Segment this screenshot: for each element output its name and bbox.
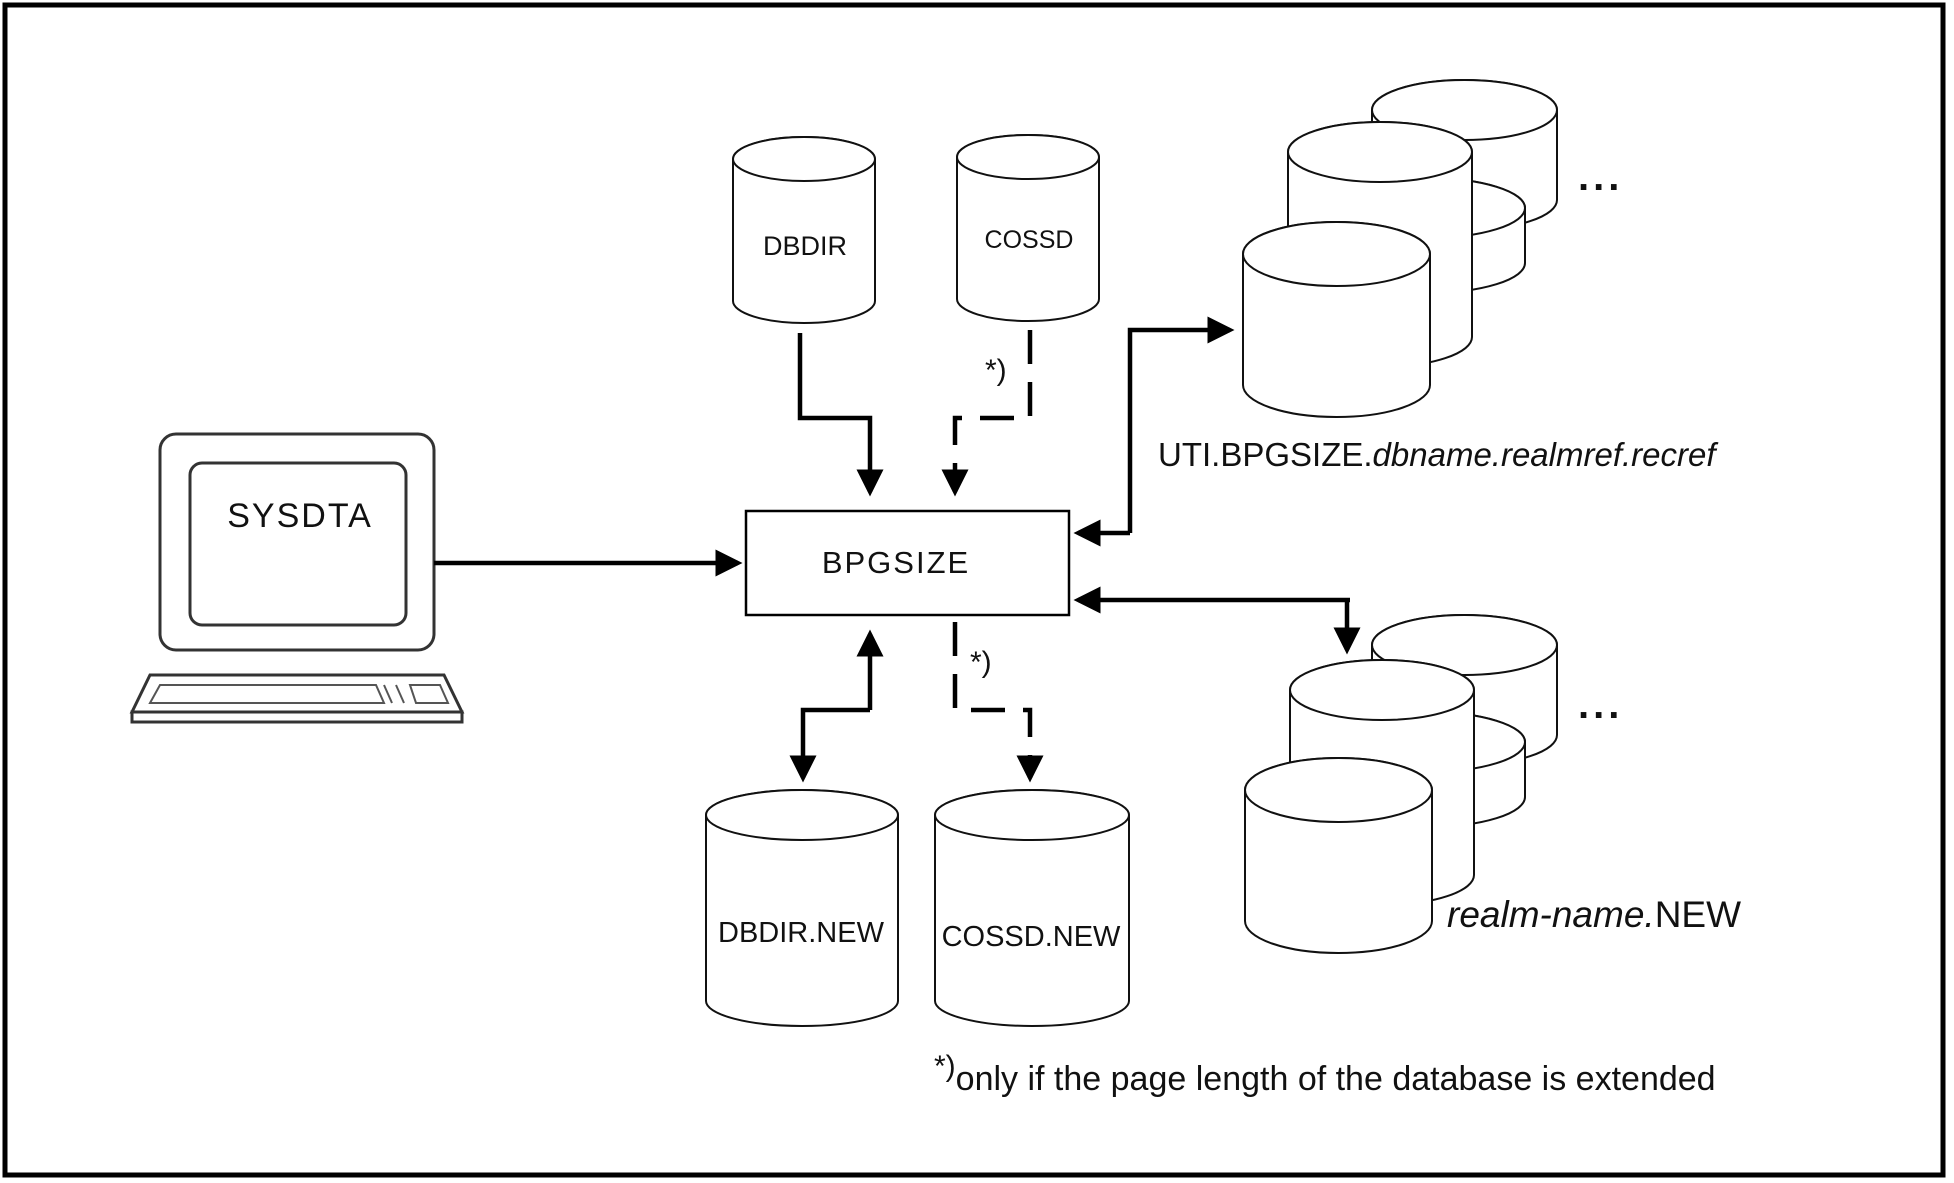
dbdir-label: DBDIR <box>763 231 847 261</box>
footnote-text: only if the page length of the database … <box>956 1060 1716 1098</box>
cossd-conditional-marker: *) <box>985 354 1007 387</box>
arrow-program-to-dbdirnew <box>789 707 870 783</box>
cossd-label: COSSD <box>985 226 1074 254</box>
footnote-marker: *) <box>934 1050 956 1083</box>
footnote: *)only if the page length of the databas… <box>934 1050 1716 1098</box>
backup-stack-ellipsis: ... <box>1578 155 1623 199</box>
cossd-new-cylinder <box>934 789 1130 1027</box>
dbdir-new-label: DBDIR.NEW <box>718 917 885 949</box>
realm-cylinder-front <box>1244 757 1433 954</box>
terminal-label: SYSDTA <box>227 497 373 535</box>
cossd-cylinder <box>956 134 1100 322</box>
realm-stack-ellipsis: ... <box>1578 683 1623 727</box>
backup-cylinder-front <box>1242 221 1431 418</box>
cossd-new-label: COSSD.NEW <box>942 921 1121 953</box>
arrow-dbdir-to-program <box>797 333 884 497</box>
dbdir-new-cylinder <box>705 789 899 1027</box>
backup-label-italic: dbname.realmref.recref <box>1373 436 1720 473</box>
arrow-program-to-backup <box>1127 316 1235 533</box>
program-box <box>744 509 1071 617</box>
program-label: BPGSIZE <box>822 545 970 580</box>
backup-label-plain: UTI.BPGSIZE. <box>1158 436 1373 473</box>
terminal-icon <box>129 432 465 724</box>
dbdir-cylinder <box>732 136 876 324</box>
arrow-program-to-cossdnew <box>952 622 1044 783</box>
arrow-cossd-to-program <box>941 330 1033 497</box>
backup-stack-label: UTI.BPGSIZE.dbname.realmref.recref <box>1158 436 1719 473</box>
cossdnew-conditional-marker: *) <box>970 646 992 679</box>
realm-stack-label: realm-name.NEW <box>1447 894 1741 935</box>
realm-label-plain: NEW <box>1655 894 1741 935</box>
realm-label-italic: realm-name. <box>1447 894 1655 935</box>
